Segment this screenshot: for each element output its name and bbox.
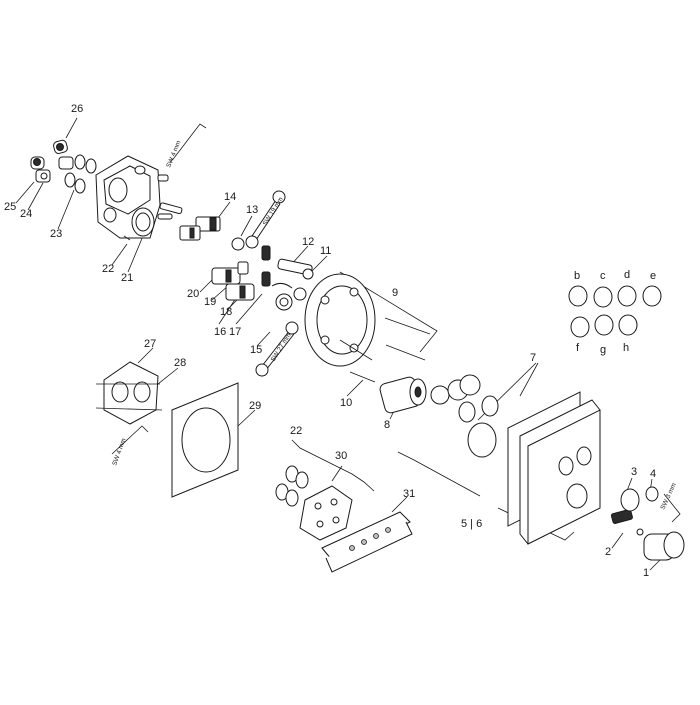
variant-letters: b c d e f g h <box>574 269 656 356</box>
square-trim-ring <box>171 382 239 498</box>
lower-parts <box>275 465 413 573</box>
tool-label: SW 4 mm <box>165 140 182 169</box>
part-number-17: 17 <box>229 326 241 338</box>
mounting-ring <box>304 273 376 367</box>
tool-label: SW 27 mm <box>270 332 293 363</box>
part-number-19: 19 <box>204 296 216 308</box>
variant-letter-e: e <box>650 270 656 282</box>
variant-letter-b: b <box>574 270 580 282</box>
long-screws <box>349 317 431 383</box>
variant-letter-f: f <box>576 342 580 354</box>
part-number-27: 27 <box>144 338 156 350</box>
variant-caps <box>568 285 662 338</box>
tool-label: SW 19 mm <box>262 196 285 227</box>
part-number-labels: 1 2 3 4 5 | 6 7 8 9 10 11 12 13 14 15 16… <box>4 103 656 579</box>
part-number-12: 12 <box>302 236 314 248</box>
hex-key-4mm-top: SW 4 mm <box>165 123 207 169</box>
part-number-16: 16 <box>214 326 226 338</box>
spanner-27mm: SW 27 mm <box>255 321 299 377</box>
part-number-2: 2 <box>605 546 611 558</box>
valve-body <box>95 155 161 241</box>
screws-top <box>157 174 183 220</box>
part-number-22-bottom: 22 <box>290 425 302 437</box>
part-number-10: 10 <box>340 397 352 409</box>
part-number-3: 3 <box>631 466 637 478</box>
fittings-group-top-left <box>30 139 97 194</box>
part-number-13: 13 <box>246 204 258 216</box>
part-number-23: 23 <box>50 228 62 240</box>
part-number-22-top: 22 <box>102 263 114 275</box>
part-number-14: 14 <box>224 191 236 203</box>
rough-in-body: SW 4 mm <box>95 361 163 467</box>
knob-assembly: SW 3 mm <box>610 482 685 561</box>
part-number-31: 31 <box>403 488 415 500</box>
part-number-20: 20 <box>187 288 199 300</box>
part-number-26: 26 <box>71 103 83 115</box>
part-number-4: 4 <box>650 468 656 480</box>
part-number-30: 30 <box>335 450 347 462</box>
part-number-15: 15 <box>250 344 262 356</box>
variant-letter-h: h <box>623 342 629 354</box>
variant-letter-c: c <box>600 270 606 282</box>
valve-sleeve <box>379 374 499 458</box>
part-number-9: 9 <box>392 287 398 299</box>
part-number-25: 25 <box>4 201 16 213</box>
cover-plate <box>507 391 601 545</box>
spanner-19mm: SW 19 mm <box>245 190 286 249</box>
part-number-29: 29 <box>249 400 261 412</box>
part-number-8: 8 <box>384 419 390 431</box>
part-number-18: 18 <box>220 306 232 318</box>
tool-label: SW 3 mm <box>659 482 677 511</box>
part-number-24: 24 <box>20 208 32 220</box>
part-number-1: 1 <box>643 567 649 579</box>
part-number-21: 21 <box>121 272 133 284</box>
part-number-11: 11 <box>320 245 331 257</box>
part-number-5-6: 5 | 6 <box>461 518 482 530</box>
part-number-7: 7 <box>530 352 536 364</box>
variant-letter-g: g <box>600 344 606 356</box>
variant-letter-d: d <box>624 269 630 281</box>
part-number-28: 28 <box>174 357 186 369</box>
cartridges <box>179 216 314 311</box>
